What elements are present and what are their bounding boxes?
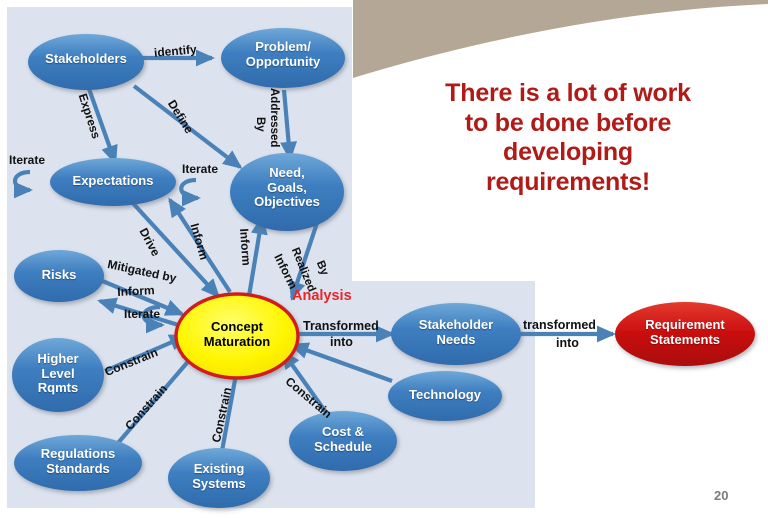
edge-mitigated-by <box>99 278 185 316</box>
edge-iterate-concept <box>141 304 166 334</box>
edge-addressed-by <box>280 89 298 162</box>
analysis-annotation: Analysis <box>292 288 352 304</box>
swoosh-decoration <box>353 0 768 78</box>
edge-label-transformed-2: transformed <box>523 318 596 332</box>
headline-line: to be done before <box>464 108 672 137</box>
headline-line: requirements! <box>485 167 651 196</box>
edge-constrain-regulations <box>116 347 201 445</box>
edge-label-inform-risks: Inform <box>116 283 155 299</box>
node-higher-level-rqmts[interactable] <box>12 338 104 412</box>
edge-label-into-2: into <box>556 336 579 350</box>
edge-label-by: By <box>254 117 266 132</box>
headline-line: There is a lot of work <box>445 79 691 107</box>
node-cost-schedule[interactable] <box>289 411 397 471</box>
node-need-goals-objectives[interactable] <box>230 153 344 231</box>
edge-iterate-need <box>179 177 202 207</box>
node-risks[interactable] <box>14 250 104 302</box>
node-regulations-standards[interactable] <box>14 435 142 491</box>
edge-define <box>132 84 243 169</box>
iterate-loop-group <box>12 169 202 334</box>
edge-label-transformed-1: Transformed <box>303 319 379 333</box>
node-problem-opportunity[interactable] <box>221 28 345 88</box>
edge-inform-need <box>246 214 268 297</box>
edge-label-inform-need: Inform <box>237 227 254 267</box>
node-requirement-statements[interactable] <box>615 302 755 366</box>
edge-constrain-technology <box>289 342 393 383</box>
edge-label-iterate-concept: Iterate <box>124 307 161 321</box>
edge-constrain-cost <box>281 349 332 420</box>
edge-realized-by <box>289 222 319 301</box>
edge-express <box>86 85 118 165</box>
edge-label-addressed: Addressed <box>268 88 280 148</box>
edge-constrain-higher <box>104 334 189 373</box>
headline-line: developing <box>503 138 633 166</box>
connector-group <box>86 49 617 452</box>
edge-label-iterate-need: Iterate <box>182 162 219 176</box>
node-concept-maturation[interactable] <box>174 292 300 380</box>
edge-label-into-1: into <box>330 335 353 349</box>
node-group <box>12 28 755 508</box>
edge-label-iterate-expectations: Iterate <box>9 153 46 167</box>
node-technology[interactable] <box>388 371 502 421</box>
edge-inform-expectations <box>168 197 232 294</box>
node-expectations[interactable] <box>50 158 176 206</box>
headline: There is a lot of work to be done before… <box>396 79 740 197</box>
node-stakeholder-needs[interactable] <box>391 303 521 365</box>
node-stakeholders[interactable] <box>28 34 144 90</box>
node-existing-systems[interactable] <box>168 448 270 508</box>
page-number: 20 <box>714 488 729 503</box>
edge-iterate-expectations <box>12 169 34 199</box>
edge-drive <box>128 198 221 299</box>
